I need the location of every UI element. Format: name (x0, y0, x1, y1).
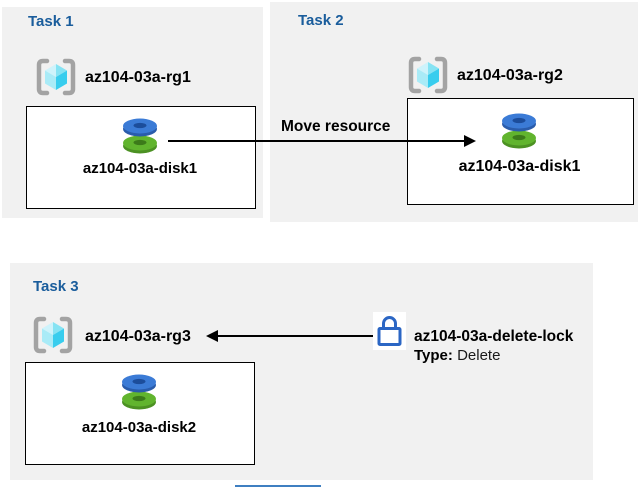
managed-disk-icon (502, 113, 536, 149)
task3-disk-label: az104-03a-disk2 (81, 419, 197, 436)
task3-resource-group-label: az104-03a-rg3 (85, 328, 191, 345)
resource-group-icon (33, 316, 73, 354)
task2-title: Task 2 (298, 12, 344, 29)
task1-disk-label: az104-03a-disk1 (82, 160, 198, 177)
lock-type-key: Type: (414, 347, 453, 364)
lock-icon (377, 316, 402, 346)
managed-disk-icon (122, 374, 156, 410)
task1-resource-group-label: az104-03a-rg1 (85, 69, 191, 86)
resource-group-icon (408, 56, 448, 94)
lock-type-label: Type: Delete (414, 347, 500, 364)
lock-arrow-line (214, 335, 373, 337)
move-arrow-head-icon (464, 135, 476, 147)
lock-type-value: Delete (457, 347, 501, 364)
resource-group-icon (36, 58, 76, 96)
lock-name-label: az104-03a-delete-lock (414, 328, 574, 345)
lock-arrow-head-icon (206, 330, 218, 342)
task3-title: Task 3 (33, 278, 79, 295)
task1-title: Task 1 (28, 13, 74, 30)
bottom-edge-artifact (235, 485, 321, 487)
move-resource-label: Move resource (281, 118, 391, 135)
move-arrow-line (168, 140, 466, 142)
managed-disk-icon (123, 118, 157, 154)
task2-resource-group-label: az104-03a-rg2 (457, 67, 563, 84)
task2-disk-label: az104-03a-disk1 (458, 158, 581, 175)
